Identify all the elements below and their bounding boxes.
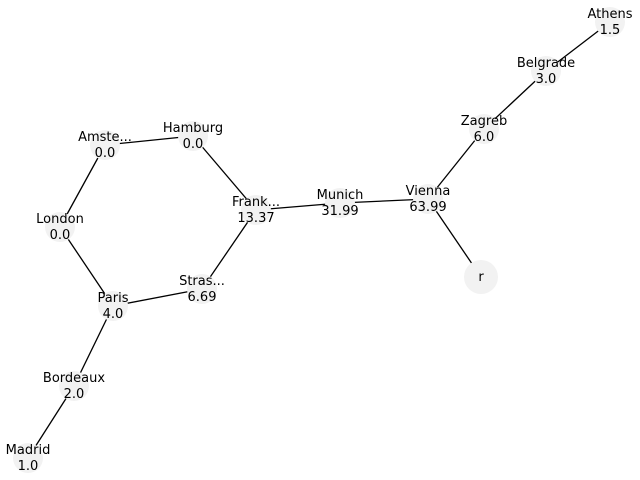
node-r: r [464,260,498,294]
node-value-label: 6.69 [188,290,217,305]
node-name-label: Belgrade [517,56,575,71]
node-circle [178,121,208,151]
node-name-label: Zagreb [461,114,507,129]
node-name-label: Amste... [78,130,132,145]
edge-frankfurt-hamburg [192,135,257,211]
node-name-label: r [478,270,484,285]
edge-amsterdam-london [59,144,106,228]
node-name-label: Frank... [232,195,280,210]
node-strasbourg: Stras...6.69 [179,274,225,305]
nodes-layer: Athens1.5Belgrade3.0Zagreb6.0Vienna63.99… [6,7,633,474]
node-value-label: 0.0 [95,146,116,161]
node-name-label: Stras... [179,274,225,289]
node-circle [59,371,89,401]
node-value-label: 2.0 [64,387,85,402]
node-circle [187,274,217,304]
node-circle [90,130,120,160]
node-name-label: London [36,212,84,227]
node-circle [413,184,443,214]
node-circle [13,443,43,473]
node-value-label: 4.0 [103,307,124,322]
node-name-label: Hamburg [163,121,223,136]
node-circle [531,56,561,86]
node-value-label: 1.0 [18,459,39,474]
node-name-label: Madrid [6,443,51,458]
node-name-label: Vienna [406,184,451,199]
node-name-label: Paris [98,291,129,306]
edges-layer [27,21,611,459]
node-name-label: Bordeaux [43,371,105,386]
node-value-label: 1.5 [600,23,621,38]
node-circle [469,114,499,144]
node-circle [45,212,75,242]
node-value-label: 3.0 [536,72,557,87]
node-circle [464,260,498,294]
node-value-label: 31.99 [321,204,358,219]
node-value-label: 0.0 [50,228,71,243]
node-value-label: 13.37 [237,211,274,226]
node-circle [241,195,271,225]
edge-frankfurt-strasbourg [201,209,257,290]
node-amsterdam: Amste...0.0 [78,130,132,161]
node-circle [595,7,625,37]
edge-paris-strasbourg [112,288,203,307]
node-value-label: 63.99 [409,200,446,215]
node-circle [98,291,128,321]
node-name-label: Munich [317,188,364,203]
node-value-label: 6.0 [474,130,495,145]
node-circle [325,188,355,218]
node-frankfurt: Frank...13.37 [232,195,280,226]
node-value-label: 0.0 [183,137,204,152]
node-name-label: Athens [587,7,632,22]
edge-london-paris [59,226,114,307]
